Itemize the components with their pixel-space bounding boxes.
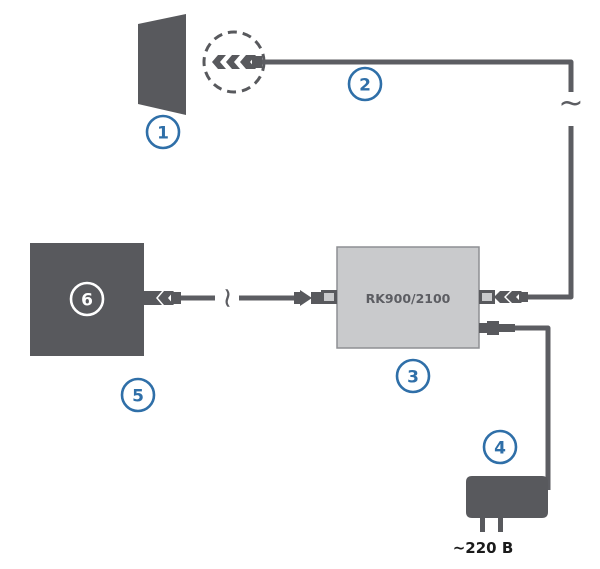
badge-indoor-number: 5 xyxy=(132,387,144,407)
repeater-input-connector xyxy=(494,291,528,303)
power-adapter: ~220 B xyxy=(453,476,548,557)
badge-antenna-number: 1 xyxy=(157,124,169,144)
badge-repeater: 3 xyxy=(395,358,431,394)
indoor-device-badge xyxy=(69,281,105,317)
power-adapter-icon xyxy=(466,476,548,518)
power-cable xyxy=(487,321,551,490)
badge-cable-number: 2 xyxy=(359,76,371,96)
indoor-cable: ~ xyxy=(146,286,321,310)
dashed-circle-connector-icon xyxy=(202,30,266,94)
badge-cable: 2 xyxy=(347,66,383,102)
voltage-label: ~220 B xyxy=(453,539,514,557)
badge-power: 4 xyxy=(482,429,518,465)
repeater-model-label: RK900/2100 xyxy=(366,291,451,306)
badge-indoor: 5 xyxy=(120,377,156,413)
indoor-device: 6 xyxy=(30,243,152,356)
badge-power-number: 4 xyxy=(494,439,506,459)
long-cable-tilde: ~ xyxy=(558,86,583,121)
indoor-device-number: 6 xyxy=(81,291,93,311)
badge-antenna: 1 xyxy=(145,114,181,150)
badge-repeater-number: 3 xyxy=(407,368,419,388)
antenna-cable: ~ xyxy=(262,59,584,300)
repeater: RK900/2100 xyxy=(321,246,495,349)
indoor-antenna-icon xyxy=(30,243,144,356)
short-cable-tilde: ~ xyxy=(212,286,245,309)
panel-antenna-icon xyxy=(138,14,186,115)
outdoor-antenna xyxy=(138,14,186,115)
